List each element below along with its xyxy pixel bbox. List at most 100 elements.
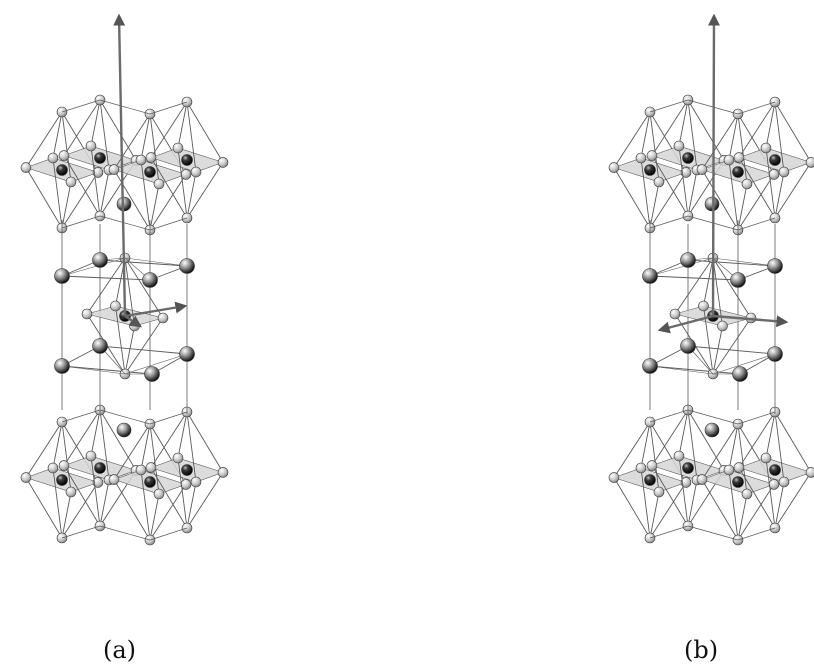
octahedron-edge [738, 101, 776, 158]
octahedron-edge [737, 493, 748, 541]
octahedron-edge [99, 99, 110, 171]
octahedron-edge [774, 101, 785, 173]
octahedron-edge [86, 257, 126, 315]
octahedron-edge [649, 421, 660, 493]
cage-edge [124, 353, 188, 375]
octahedron-edge [649, 409, 689, 423]
octahedron-edge [140, 469, 151, 541]
metal-atom [144, 476, 156, 488]
octahedron-edge [737, 411, 776, 425]
oxygen-atom [58, 460, 70, 471]
oxygen-atom [741, 488, 753, 500]
octahedron-edge [90, 409, 101, 457]
octahedron-edge [728, 159, 739, 231]
cation-atom [54, 268, 70, 284]
cation-atom [680, 338, 696, 354]
octahedron-edge [149, 174, 187, 231]
metal-atom [732, 476, 744, 488]
octahedron-edge [177, 147, 188, 219]
oxygen-atom [723, 154, 735, 166]
octahedron-edge [99, 409, 110, 481]
oxygen-atom [153, 488, 165, 500]
octahedron-edge [99, 525, 151, 541]
cation-atom [767, 258, 783, 274]
oxygen-atom [653, 486, 665, 498]
metal-atom [769, 154, 781, 166]
octahedron-edge [99, 169, 110, 217]
oxygen-atom [180, 169, 192, 180]
cage-edge [99, 345, 188, 355]
octahedron-edge [712, 257, 723, 327]
octahedron-edge [90, 145, 101, 217]
oxygen-atom [805, 157, 814, 168]
oxygen-atom [47, 462, 59, 474]
oxygen-atom [723, 464, 735, 476]
octahedron-edge [728, 423, 739, 471]
octahedron-edge [701, 423, 739, 480]
oxygen-atom [733, 462, 745, 473]
oxygen-atom [108, 164, 120, 175]
octahedron-edge [649, 215, 689, 229]
octahedron-edge [99, 479, 110, 527]
octahedron-edge [649, 491, 660, 539]
cage-edge [712, 353, 776, 375]
octahedron-edge [649, 172, 687, 229]
octahedron-edge [651, 409, 689, 466]
metal-atom [682, 462, 694, 474]
octahedron-edge [52, 467, 63, 539]
cage-edge [61, 365, 153, 375]
octahedron-edge [186, 171, 197, 219]
cation-atom [680, 252, 696, 268]
oxygen-atom [20, 472, 32, 483]
octahedron-edge [737, 101, 776, 115]
cage-edge [687, 345, 776, 355]
octahedron-edge [649, 525, 689, 539]
oxygen-atom [217, 157, 229, 168]
oxygen-atom [760, 452, 772, 464]
octahedron-edge [701, 479, 739, 541]
octahedron-edge [687, 525, 739, 541]
octahedron-edge [25, 111, 63, 168]
oxygen-atom [669, 308, 681, 320]
octahedron-edge [613, 167, 651, 229]
oxygen-atom [608, 472, 620, 483]
octahedron-edge [186, 162, 224, 219]
octahedron-edge [640, 157, 651, 229]
metal-atom [682, 152, 694, 164]
octahedron-edge [25, 421, 63, 478]
oxygen-atom [190, 166, 202, 178]
octahedron-edge [687, 99, 698, 171]
octahedron-edge [640, 111, 651, 159]
octahedron-edge [124, 325, 135, 375]
octahedron-edge [701, 113, 739, 170]
octahedron-edge [149, 493, 160, 541]
metal-atom [56, 164, 68, 176]
octahedron-edge [774, 162, 812, 219]
octahedron-edge [61, 215, 101, 229]
octahedron-edge [150, 101, 188, 158]
oxygen-atom [680, 477, 692, 488]
oxygen-atom [805, 467, 814, 478]
oxygen-atom [717, 320, 728, 332]
octahedron-edge [52, 157, 63, 229]
cage-edge [61, 365, 126, 375]
oxygen-atom [646, 150, 658, 161]
oxygen-atom [696, 164, 708, 175]
octahedron-edge [774, 472, 812, 529]
oxygen-atom [135, 154, 147, 166]
octahedron-edge [678, 145, 689, 217]
octahedron-edge [113, 169, 151, 231]
octahedron-edge [177, 101, 188, 149]
octahedron-edge [651, 465, 689, 527]
octahedron-edge [150, 157, 188, 219]
oxygen-atom [696, 474, 708, 485]
oxygen-atom [81, 308, 93, 320]
panel-label-b: (b) [684, 636, 719, 664]
octahedron-edge [61, 111, 72, 183]
oxygen-atom [653, 176, 665, 188]
oxygen-atom [157, 312, 169, 324]
oxygen-atom [20, 162, 32, 173]
octahedron-edge [63, 155, 101, 217]
octahedron-edge [149, 183, 160, 231]
octahedron-edge [765, 457, 776, 529]
